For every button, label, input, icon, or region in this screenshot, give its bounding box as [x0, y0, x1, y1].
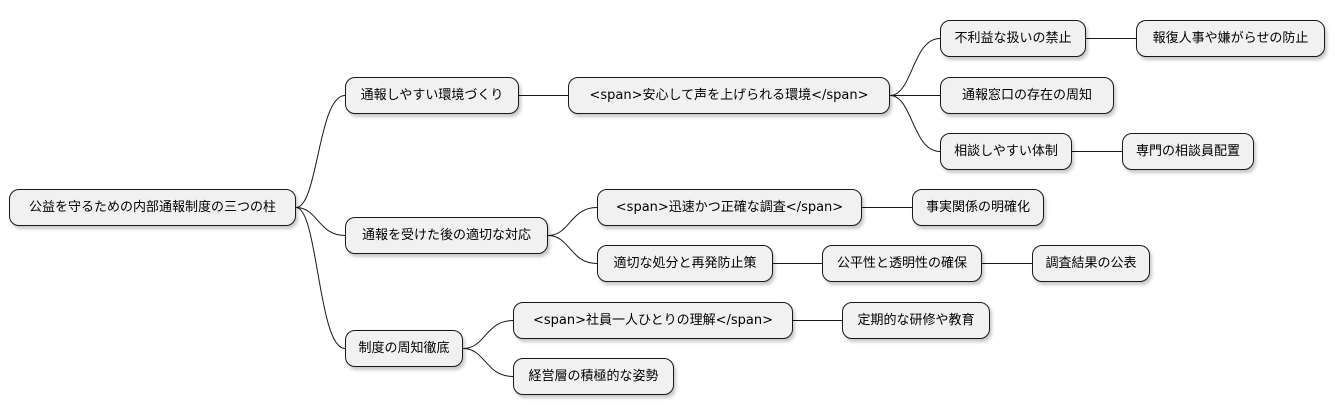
connector-n-root-n-b1	[295, 95, 346, 208]
node-management-commitment: 経営層の積極的な姿勢	[513, 358, 674, 395]
connector-n-root-n-b2	[295, 207, 346, 236]
node-fairness-transparency: 公平性と透明性の確保	[822, 245, 982, 282]
root-node: 公益を守るための内部通報制度の三つの柱	[9, 189, 296, 226]
connector-n-b1c1-n-b1c1a	[889, 38, 941, 96]
connector-n-b3-n-b3c1	[462, 320, 514, 349]
branch-node-awareness: 制度の周知徹底	[345, 330, 463, 367]
connector-n-b2-n-b2c1	[547, 207, 598, 236]
node-prevent-retaliation: 報復人事や嫌がらせの防止	[1136, 20, 1325, 57]
node-discipline-and-prevention: 適切な処分と再発防止策	[597, 245, 773, 282]
node-prompt-accurate-investigation: <span>迅速かつ正確な調査</span>	[597, 189, 862, 226]
node-regular-training: 定期的な研修や教育	[842, 302, 990, 339]
connector-n-b2-n-b2c2	[547, 235, 598, 264]
node-easy-consultation-system: 相談しやすい体制	[940, 133, 1072, 170]
connector-n-root-n-b3	[295, 207, 346, 349]
branch-node-reporting-environment: 通報しやすい環境づくり	[345, 77, 519, 114]
connector-n-b3-n-b3c2	[462, 348, 514, 377]
node-employee-understanding: <span>社員一人ひとりの理解</span>	[513, 302, 793, 339]
node-publish-results: 調査結果の公表	[1032, 245, 1150, 282]
branch-node-appropriate-response: 通報を受けた後の適切な対応	[345, 217, 548, 254]
node-publicize-hotline: 通報窓口の存在の周知	[940, 77, 1114, 114]
node-clarify-facts: 事実関係の明確化	[912, 189, 1044, 226]
connector-n-b1c1-n-b1c1c	[889, 95, 941, 152]
node-specialist-counselors: 専門の相談員配置	[1122, 133, 1254, 170]
node-prohibit-disadvantageous-treatment: 不利益な扱いの禁止	[940, 20, 1086, 57]
node-safe-to-speak-environment: <span>安心して声を上げられる環境</span>	[568, 77, 890, 114]
